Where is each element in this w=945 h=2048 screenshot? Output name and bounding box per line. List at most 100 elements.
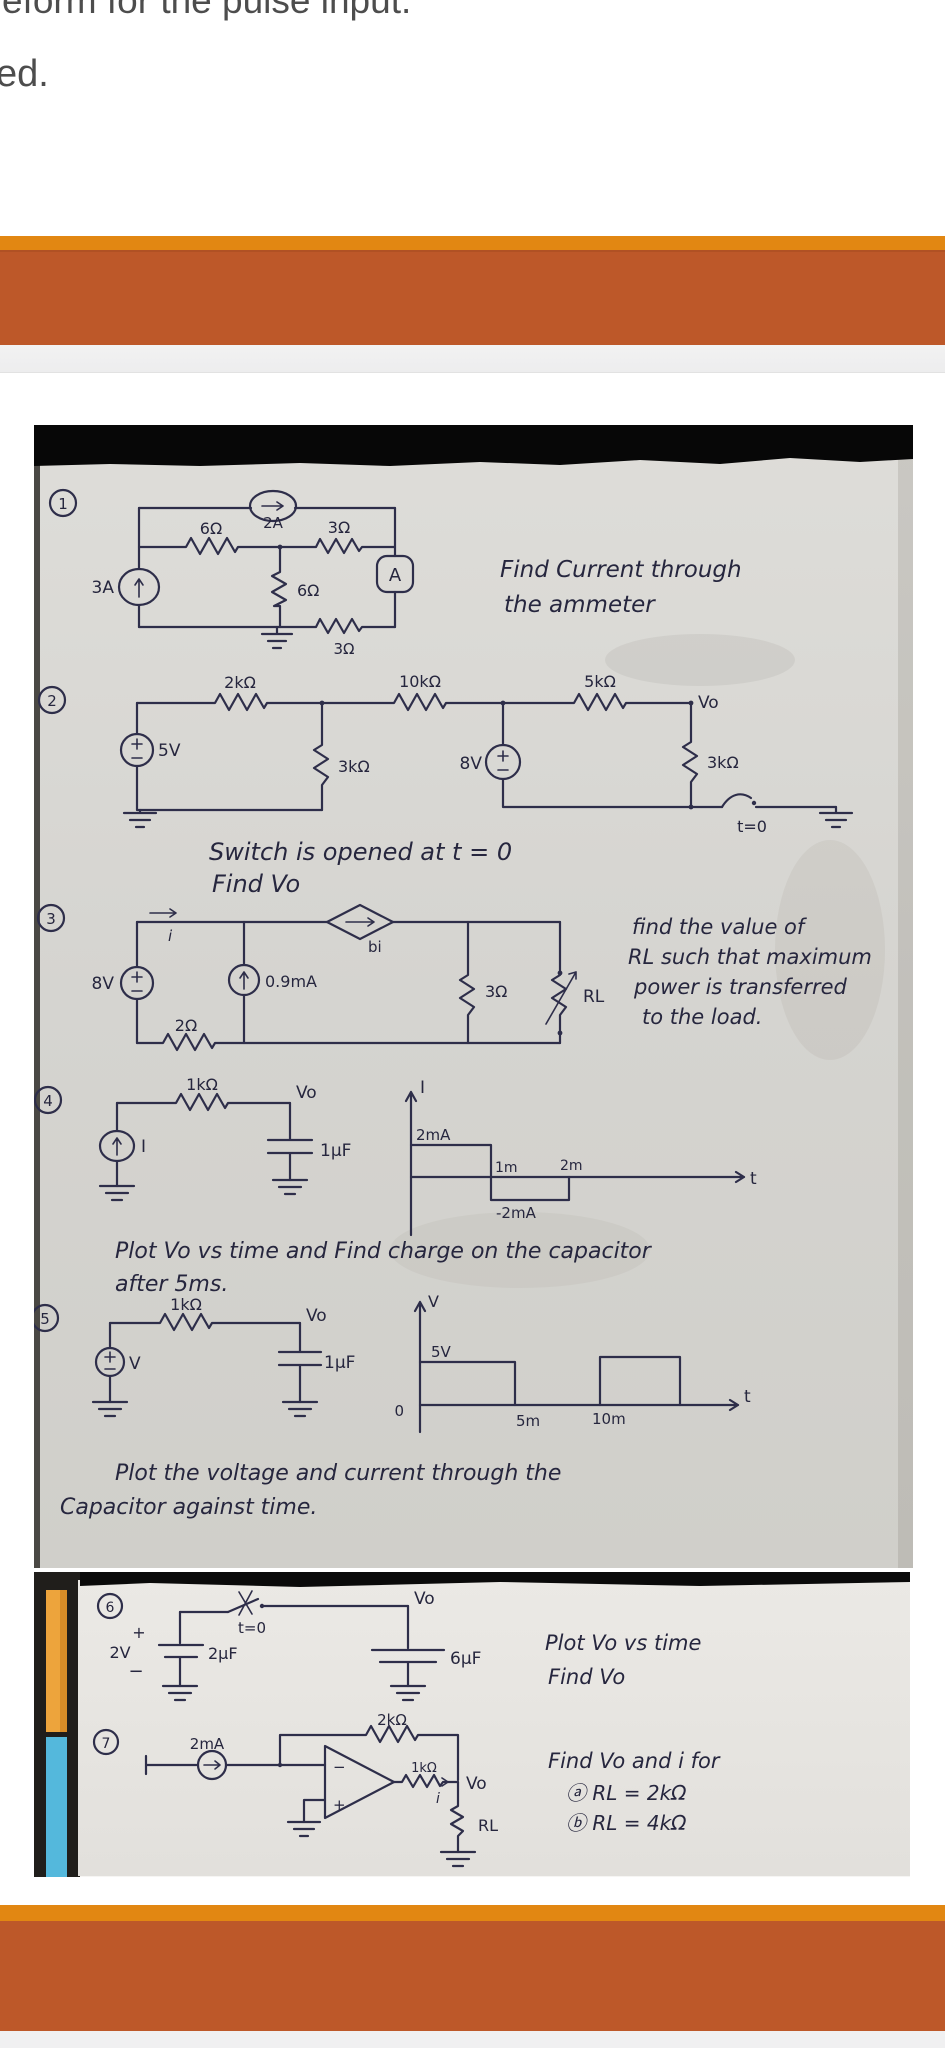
photo1-paper (34, 425, 913, 1568)
worksheet-photo-2: 6 + 2V − 2μF t=0 Vo 6μF Plot Vo vs time … (34, 1572, 910, 1877)
p1-r-top-left-label: 6Ω (200, 519, 222, 538)
p7-task-line2: ⓐ RL = 2kΩ (566, 1781, 687, 1805)
bottom-rust-bar (0, 1921, 945, 2031)
arrow-right-icon (149, 908, 177, 918)
problem-7-number-circle (92, 1728, 120, 1756)
p3-task-line1: find the value of (632, 915, 808, 939)
header-line2: ed. (0, 53, 49, 95)
problem-1-number: 1 (58, 495, 68, 513)
x-axis (409, 1170, 746, 1184)
circuit-3: 3 i bi 8V 0.9mA 3Ω RL 2Ω find the (36, 903, 872, 1052)
p6-task-line2: Find Vo (548, 1665, 625, 1689)
x-axis (418, 1398, 740, 1412)
p7-isrc-label: 2mA (190, 1735, 225, 1753)
problem-4-number: 4 (43, 1092, 53, 1110)
p7-rf-label: 2kΩ (377, 1711, 407, 1729)
p2-switch-label: t=0 (737, 817, 767, 836)
p1-r-mid-label: 6Ω (297, 581, 319, 600)
p6-switch-label: t=0 (238, 1619, 266, 1637)
problem-1-number-circle (48, 488, 78, 518)
p7-ro-label: 1kΩ (411, 1761, 437, 1776)
p7-task-line1: Find Vo and i for (548, 1749, 721, 1773)
p1-src-top-label: 2A (263, 514, 284, 532)
arrow-up-icon (239, 971, 249, 990)
problem-6-number-circle (96, 1592, 124, 1620)
p5-axis-y-label: V (428, 1292, 439, 1311)
p2-v1-label: 5V (158, 741, 181, 761)
p4-t2-label: 2m (560, 1158, 583, 1174)
p4-axis-x-label: t (750, 1169, 757, 1189)
top-gray-strip (0, 345, 945, 373)
p6-c1-label: 2μF (208, 1644, 238, 1663)
p2-task-line2: Find Vo (212, 870, 300, 898)
p2-task-line1: Switch is opened at t = 0 (209, 838, 512, 866)
p3-task-line2: RL such that maximum (628, 945, 872, 969)
bottom-orange-bar (0, 1905, 945, 1921)
p1-src-left-label: 3A (92, 578, 115, 598)
top-rust-bar (0, 250, 945, 347)
ground-icon (98, 1184, 136, 1202)
pulse-waveform (418, 1355, 682, 1407)
paper-smudge (390, 1212, 650, 1288)
p1-r-top-right-label: 3Ω (328, 518, 350, 537)
p5-level-label: 5V (431, 1343, 452, 1361)
p7-rl-label: RL (478, 1816, 498, 1835)
p2-r4-label: 3kΩ (338, 757, 370, 776)
p3-r-bottom-label: 2Ω (175, 1016, 197, 1035)
p5-task-line1: Plot the voltage and current through the (115, 1461, 561, 1486)
p4-task-line2: after 5ms. (115, 1272, 228, 1297)
p5-t1-label: 5m (516, 1412, 540, 1430)
ground-icon (286, 1820, 322, 1838)
capacitor-icon (157, 1610, 205, 1688)
p4-vo-label: Vo (296, 1083, 317, 1103)
arrow-up-icon (134, 578, 144, 598)
p2-r3-label: 5kΩ (584, 672, 616, 691)
photo1-left-edge (34, 425, 40, 1568)
arrow-right-icon (261, 501, 284, 511)
circuit-2: 2 2kΩ 10kΩ 5kΩ Vo 5V 3kΩ 8V 3kΩ (37, 672, 854, 898)
ground-icon (389, 1684, 427, 1702)
ground-icon (122, 808, 158, 829)
p1-r-bottom-label: 3Ω (333, 640, 354, 658)
header-line1: eform for the pulse input. (2, 0, 412, 21)
ground-icon (260, 625, 294, 650)
p2-r2-label: 10kΩ (399, 672, 441, 691)
ground-icon (271, 1178, 309, 1196)
p3-v-label: 8V (92, 974, 115, 994)
p2-v2-label: 8V (460, 754, 483, 774)
p4-level-hi-label: 2mA (416, 1126, 451, 1144)
ground-icon (161, 1684, 199, 1702)
p2-vo-label: Vo (698, 693, 719, 713)
p4-axis-y-label: I (420, 1078, 425, 1098)
ground-icon (281, 1400, 319, 1418)
p4-r-label: 1kΩ (186, 1075, 218, 1094)
p7-current-label: i (436, 1791, 440, 1807)
circuit-1: 1 2A 3A 6Ω 3Ω 6Ω A 3Ω Find Current thr (48, 488, 742, 658)
p6-plus-label: + (132, 1623, 145, 1642)
top-orange-bar (0, 236, 945, 250)
circuit-4: 4 I 1kΩ Vo 1μF I t 2mA 1m 2m -2 (33, 1075, 757, 1297)
circuit-7: 7 2mA 2kΩ − + 1kΩ i Vo RL (92, 1711, 721, 1868)
circuit-6: 6 + 2V − 2μF t=0 Vo 6μF Plot Vo vs time … (96, 1589, 701, 1702)
problem-7-number: 7 (102, 1736, 111, 1752)
bottom-gray-strip (0, 2031, 945, 2048)
p1-ammeter-label: A (389, 565, 402, 586)
capacitor-icon (370, 1604, 446, 1688)
problem-5-number: 5 (40, 1310, 50, 1328)
p6-vo-label: Vo (414, 1589, 435, 1609)
worksheet-photo-1: 1 2A 3A 6Ω 3Ω 6Ω A 3Ω Find Current thr (30, 425, 913, 1568)
opamp-icon (323, 1744, 396, 1820)
p3-task-line3: power is transferred (633, 975, 848, 999)
p1-task-line1: Find Current through (500, 557, 742, 583)
p5-zero-label: 0 (394, 1402, 404, 1420)
paper-smudge (775, 840, 885, 1060)
pulse-waveform (409, 1143, 571, 1202)
p7-plus-label: + (333, 1796, 346, 1814)
p6-minus-label: − (128, 1661, 143, 1682)
p1-task-line2: the ammeter (504, 592, 656, 618)
switch-icon (720, 793, 753, 809)
switch-icon (226, 1597, 260, 1614)
p3-r-label: 3Ω (485, 982, 507, 1001)
circuit-5: 5 V 1kΩ Vo 1μF V t 0 5V 5m 10m (30, 1292, 751, 1520)
